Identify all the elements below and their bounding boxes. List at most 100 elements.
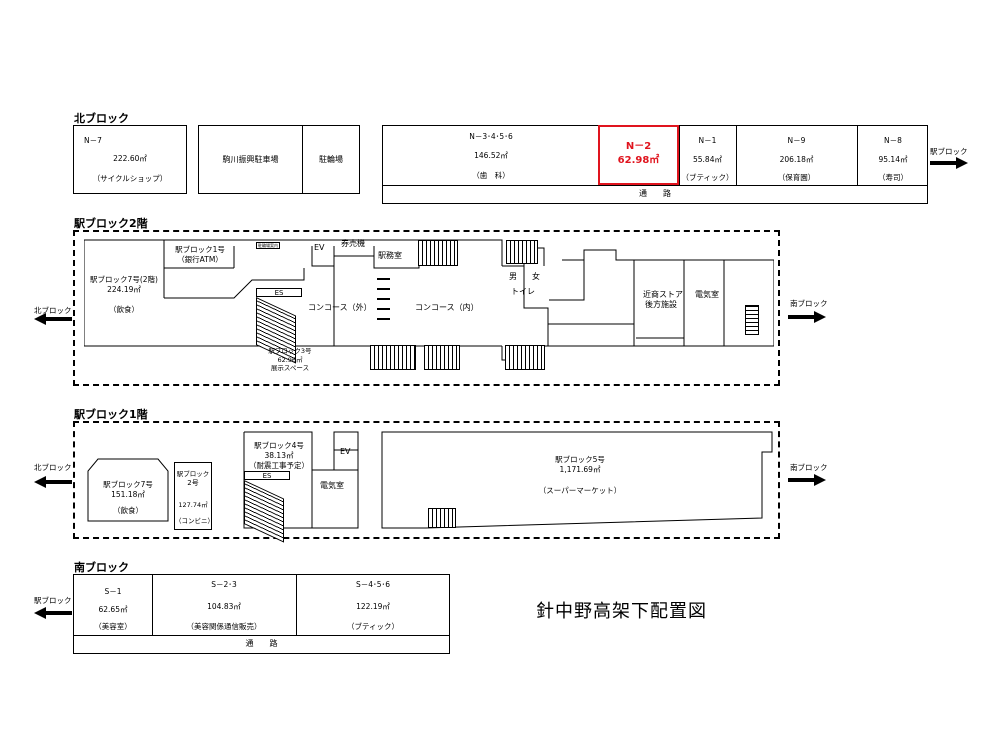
s1-b4-name: 駅ブロック4号: [254, 441, 304, 450]
s1-stairs: [428, 508, 456, 528]
unit-n2-highlight[interactable]: N－2 62.98㎡: [598, 125, 679, 185]
s2-right-arrow-label: 南ブロック: [790, 299, 828, 308]
s1-elec: 電気室: [320, 481, 344, 490]
s23-code: S－2･3: [211, 580, 237, 589]
s1-b5-area: 1,171.69㎡: [559, 465, 601, 474]
s2-concourse-out: コンコース（外）: [308, 303, 372, 312]
unit-n7[interactable]: N－7 222.60㎡ （サイクルショップ）: [73, 125, 187, 194]
s1-left-arrow-label: 北ブロック: [34, 463, 72, 472]
s2-b3-use: 展示スペース: [270, 364, 310, 372]
south-block-heading: 南ブロック: [74, 561, 129, 574]
station2-heading: 駅ブロック2階: [74, 217, 148, 230]
s1-b7-use: （飲食）: [113, 506, 143, 515]
s2-ticket: 券売機: [341, 239, 365, 248]
left-arrow-icon: [34, 476, 72, 488]
south-row: S－1 62.65㎡ （美容室） S－2･3 104.83㎡ （美容関係通信販売…: [73, 574, 450, 654]
s1-b4-use: （耐震工事予定）: [249, 461, 309, 470]
right-arrow-icon: [930, 157, 968, 169]
n7-code: N－7: [84, 136, 102, 145]
n1-use: （ブティック）: [681, 173, 734, 182]
s2-ev: EV: [314, 243, 325, 252]
north-row: N－3･4･5･6 146.52㎡ （歯 科） N－1 55.84㎡ （ブティッ…: [382, 125, 928, 204]
s1-b4-area: 38.13㎡: [264, 451, 294, 460]
s2-b3-area: 62.96㎡: [277, 356, 303, 364]
s1-b2-name2: 2号: [187, 479, 199, 487]
s2-stairs-4: [424, 345, 460, 370]
n9-code: N－9: [787, 136, 806, 145]
churinjo-label: 駐輪場: [319, 155, 343, 164]
station2-walls: [84, 239, 774, 361]
s2-b3-name: 駅ブロック3号: [268, 347, 312, 355]
s1-b7-name: 駅ブロック7号: [103, 480, 153, 489]
s2-male: 男: [509, 272, 517, 281]
south-arrow-label: 駅ブロック: [34, 596, 72, 605]
page-title: 針中野高架下配置図: [536, 601, 707, 622]
s1-use: （美容室）: [94, 622, 132, 631]
s456-area: 122.19㎡: [356, 602, 390, 611]
north-block-heading: 北ブロック: [74, 112, 129, 125]
left-arrow-icon: [34, 313, 72, 325]
s2-b7-use: （飲食）: [109, 305, 139, 314]
n2-area: 62.98㎡: [617, 155, 660, 166]
komagawa-parking[interactable]: 駒川振興駐車場 駐輪場: [198, 125, 360, 194]
s2-b7-area: 224.19㎡: [107, 285, 141, 294]
north-arrow-label: 駅ブロック: [930, 147, 968, 156]
s1-b7-octagon: [87, 458, 169, 522]
n9-area: 206.18㎡: [779, 155, 814, 164]
s2-small-sign: 駐輪場案内: [256, 242, 280, 249]
s23-use: （美容関係通信販売）: [186, 622, 262, 631]
left-arrow-icon: [34, 607, 72, 619]
n9-use: （保育園）: [777, 173, 816, 182]
s1-es: ES: [262, 472, 272, 480]
n2-code: N－2: [625, 141, 652, 152]
s1-area: 62.65㎡: [98, 605, 128, 614]
s2-es: ES: [274, 289, 284, 297]
n3456-area: 146.52㎡: [474, 151, 508, 160]
right-arrow-icon: [788, 311, 826, 323]
s2-elec: 電気室: [695, 290, 719, 299]
s1-b2-area: 127.74㎡: [178, 501, 208, 509]
s2-es-box: ES: [256, 288, 302, 297]
s2-b1-name: 駅ブロック1号: [175, 245, 225, 254]
station1-heading: 駅ブロック1階: [74, 408, 148, 421]
s2-stairs-2: [506, 240, 538, 264]
s2-stairs-3: [370, 345, 416, 370]
s1-b2-name: 駅ブロック: [176, 470, 210, 478]
north-road: 通 路: [639, 189, 671, 198]
n8-use: （寿司）: [878, 173, 908, 182]
s1-b2-box[interactable]: 駅ブロック 2号 127.74㎡ （コンビニ）: [174, 462, 214, 530]
s2-stairs-5: [505, 345, 545, 370]
s1-b7-area: 151.18㎡: [111, 490, 145, 499]
s1-b5-use: （スーパーマーケット）: [538, 486, 622, 495]
n7-use: （サイクルショップ）: [92, 174, 168, 183]
s23-area: 104.83㎡: [207, 602, 241, 611]
s1-code: S－1: [104, 587, 122, 596]
n3456-code: N－3･4･5･6: [469, 132, 513, 141]
s1-b2-use: （コンビニ）: [175, 517, 214, 525]
n3456-use: （歯 科）: [472, 171, 510, 180]
n1-code: N－1: [698, 136, 717, 145]
n8-code: N－8: [884, 136, 902, 145]
s456-use: （ブティック）: [346, 622, 400, 631]
south-road: 通 路: [245, 639, 278, 648]
komagawa-label: 駒川振興駐車場: [222, 155, 279, 164]
station1-frame: [73, 421, 780, 539]
s2-kintetsu: 近商ストア: [643, 290, 683, 299]
s2-kintetsu2: 後方施設: [645, 300, 677, 309]
s1-right-arrow-label: 南ブロック: [790, 463, 828, 472]
n1-area: 55.84㎡: [693, 155, 722, 164]
s2-b7-name: 駅ブロック7号(2階): [90, 275, 158, 284]
s2-b1-use: （銀行ATM）: [177, 255, 223, 264]
s2-left-arrow-label: 北ブロック: [34, 306, 72, 315]
n8-area: 95.14㎡: [878, 155, 908, 164]
s1-b5-outline: [381, 431, 773, 529]
s2-stairs-1: [418, 240, 458, 266]
station2-frame: [73, 230, 780, 386]
s1-b5-name: 駅ブロック5号: [555, 455, 605, 464]
right-arrow-icon: [788, 474, 826, 486]
s2-female: 女: [532, 272, 540, 281]
s1-ev: EV: [340, 447, 351, 456]
n7-area: 222.60㎡: [113, 154, 147, 163]
s2-concourse-in: コンコース（内）: [415, 303, 479, 312]
s1-es-box: ES: [244, 471, 290, 480]
